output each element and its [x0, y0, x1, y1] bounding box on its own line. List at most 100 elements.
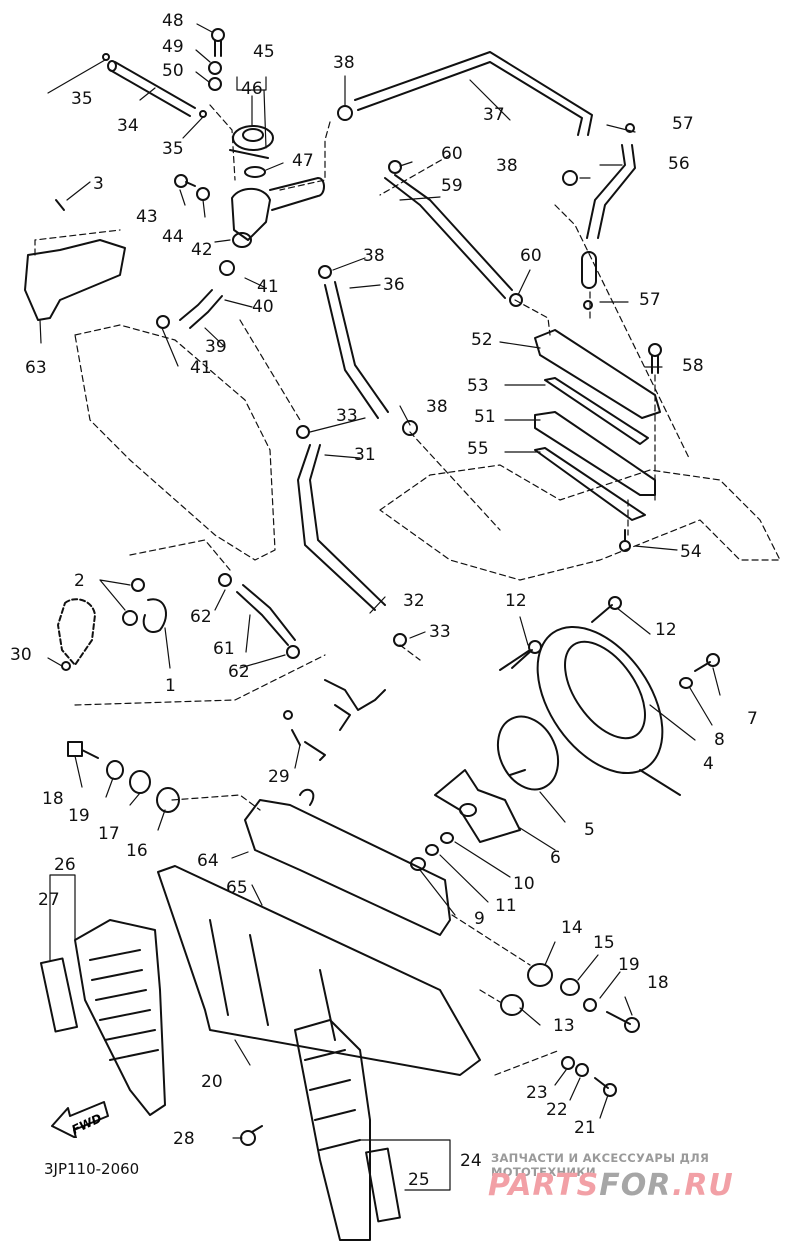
callout-15: 15 — [593, 933, 615, 953]
cover-63 — [24, 239, 126, 321]
nut-10 — [440, 832, 454, 844]
leader-lines — [34, 23, 721, 1191]
callout-42: 42 — [191, 240, 213, 260]
callout-9: 9 — [474, 909, 485, 929]
side-cover-26 — [74, 919, 166, 1116]
gasket-55 — [534, 447, 646, 521]
callout-62: 62 — [228, 662, 250, 682]
grommet-44 — [196, 187, 210, 201]
callout-60: 60 — [520, 246, 542, 266]
callout-52: 52 — [471, 330, 493, 350]
callout-59: 59 — [441, 176, 463, 196]
callout-22: 22 — [546, 1100, 568, 1120]
washer-22 — [575, 1063, 589, 1077]
callout-31: 31 — [354, 445, 376, 465]
bolt-48 — [211, 28, 225, 57]
radiator-cap-46 — [229, 125, 274, 159]
washer-11 — [425, 844, 439, 856]
callout-3: 3 — [93, 174, 104, 194]
callout-26: 26 — [54, 855, 76, 875]
callout-8: 8 — [714, 730, 725, 750]
hose-61 — [236, 584, 296, 646]
callout-28: 28 — [173, 1129, 195, 1149]
callout-23: 23 — [526, 1083, 548, 1103]
bolt-21 — [594, 1077, 617, 1097]
callout-32: 32 — [403, 591, 425, 611]
bolt-28 — [240, 1125, 263, 1146]
callout-65: 65 — [226, 878, 248, 898]
hose-pipe — [581, 251, 597, 289]
callout-63: 63 — [25, 358, 47, 378]
callout-21: 21 — [574, 1118, 596, 1138]
clamp — [61, 53, 635, 671]
callout-61: 61 — [213, 639, 235, 659]
thermo-switch-29 — [283, 679, 386, 761]
grommet-16 — [156, 787, 180, 813]
hose-1 — [142, 598, 167, 634]
hose-36 — [324, 281, 389, 419]
callout-27: 27 — [38, 890, 60, 910]
hose-31 — [297, 444, 386, 611]
callout-35: 35 — [162, 139, 184, 159]
callout-30: 30 — [10, 645, 32, 665]
callout-37: 37 — [483, 105, 505, 125]
callout-56: 56 — [668, 154, 690, 174]
callout-5: 5 — [584, 820, 595, 840]
callout-33: 33 — [336, 406, 358, 426]
callout-19: 19 — [618, 955, 640, 975]
callout-19: 19 — [68, 806, 90, 826]
callout-58: 58 — [682, 356, 704, 376]
callout-1: 1 — [165, 676, 176, 696]
o-ring-47 — [244, 166, 266, 178]
callout-2: 2 — [74, 571, 85, 591]
radiator-tank-64 — [244, 788, 451, 936]
washer-49 — [208, 61, 222, 75]
washer-50 — [208, 77, 222, 91]
callout-38: 38 — [426, 397, 448, 417]
hose-34 — [107, 60, 196, 117]
radiator-outline — [74, 324, 276, 561]
callout-49: 49 — [162, 37, 184, 57]
bolt-43 — [174, 174, 196, 188]
callout-38: 38 — [496, 156, 518, 176]
callout-16: 16 — [126, 841, 148, 861]
collar-14 — [527, 963, 553, 987]
callout-24: 24 — [460, 1151, 482, 1171]
callout-40: 40 — [252, 297, 274, 317]
bolt-18-right — [606, 1011, 640, 1033]
callout-25: 25 — [408, 1170, 430, 1190]
callout-11: 11 — [495, 896, 517, 916]
callout-57: 57 — [639, 290, 661, 310]
callout-6: 6 — [550, 848, 561, 868]
radiator-20 — [157, 865, 481, 1076]
callout-10: 10 — [513, 874, 535, 894]
washer-8 — [679, 677, 693, 689]
callout-34: 34 — [117, 116, 139, 136]
callout-46: 46 — [241, 79, 263, 99]
hose-37 — [354, 51, 593, 136]
collar-17 — [129, 770, 151, 794]
hose-56 — [586, 144, 636, 239]
callout-48: 48 — [162, 11, 184, 31]
callout-35: 35 — [71, 89, 93, 109]
callout-45: 45 — [253, 42, 275, 62]
callout-51: 51 — [474, 407, 496, 427]
engine-outline — [379, 464, 781, 581]
callout-20: 20 — [201, 1072, 223, 1092]
thermostat-housing-42 — [231, 177, 325, 248]
callout-29: 29 — [268, 767, 290, 787]
grommet-13 — [500, 994, 524, 1016]
callout-47: 47 — [292, 151, 314, 171]
callout-38: 38 — [333, 53, 355, 73]
bolt-12-right — [591, 596, 622, 623]
callout-41: 41 — [257, 277, 279, 297]
callout-39: 39 — [205, 337, 227, 357]
side-cover-24 — [294, 1019, 371, 1241]
callout-14: 14 — [561, 918, 583, 938]
bolt-18-left — [67, 741, 99, 759]
reed-valve-cover-52 — [534, 329, 661, 419]
emblem-27 — [39, 957, 79, 1033]
washer-23 — [561, 1056, 575, 1070]
callout-17: 17 — [98, 824, 120, 844]
